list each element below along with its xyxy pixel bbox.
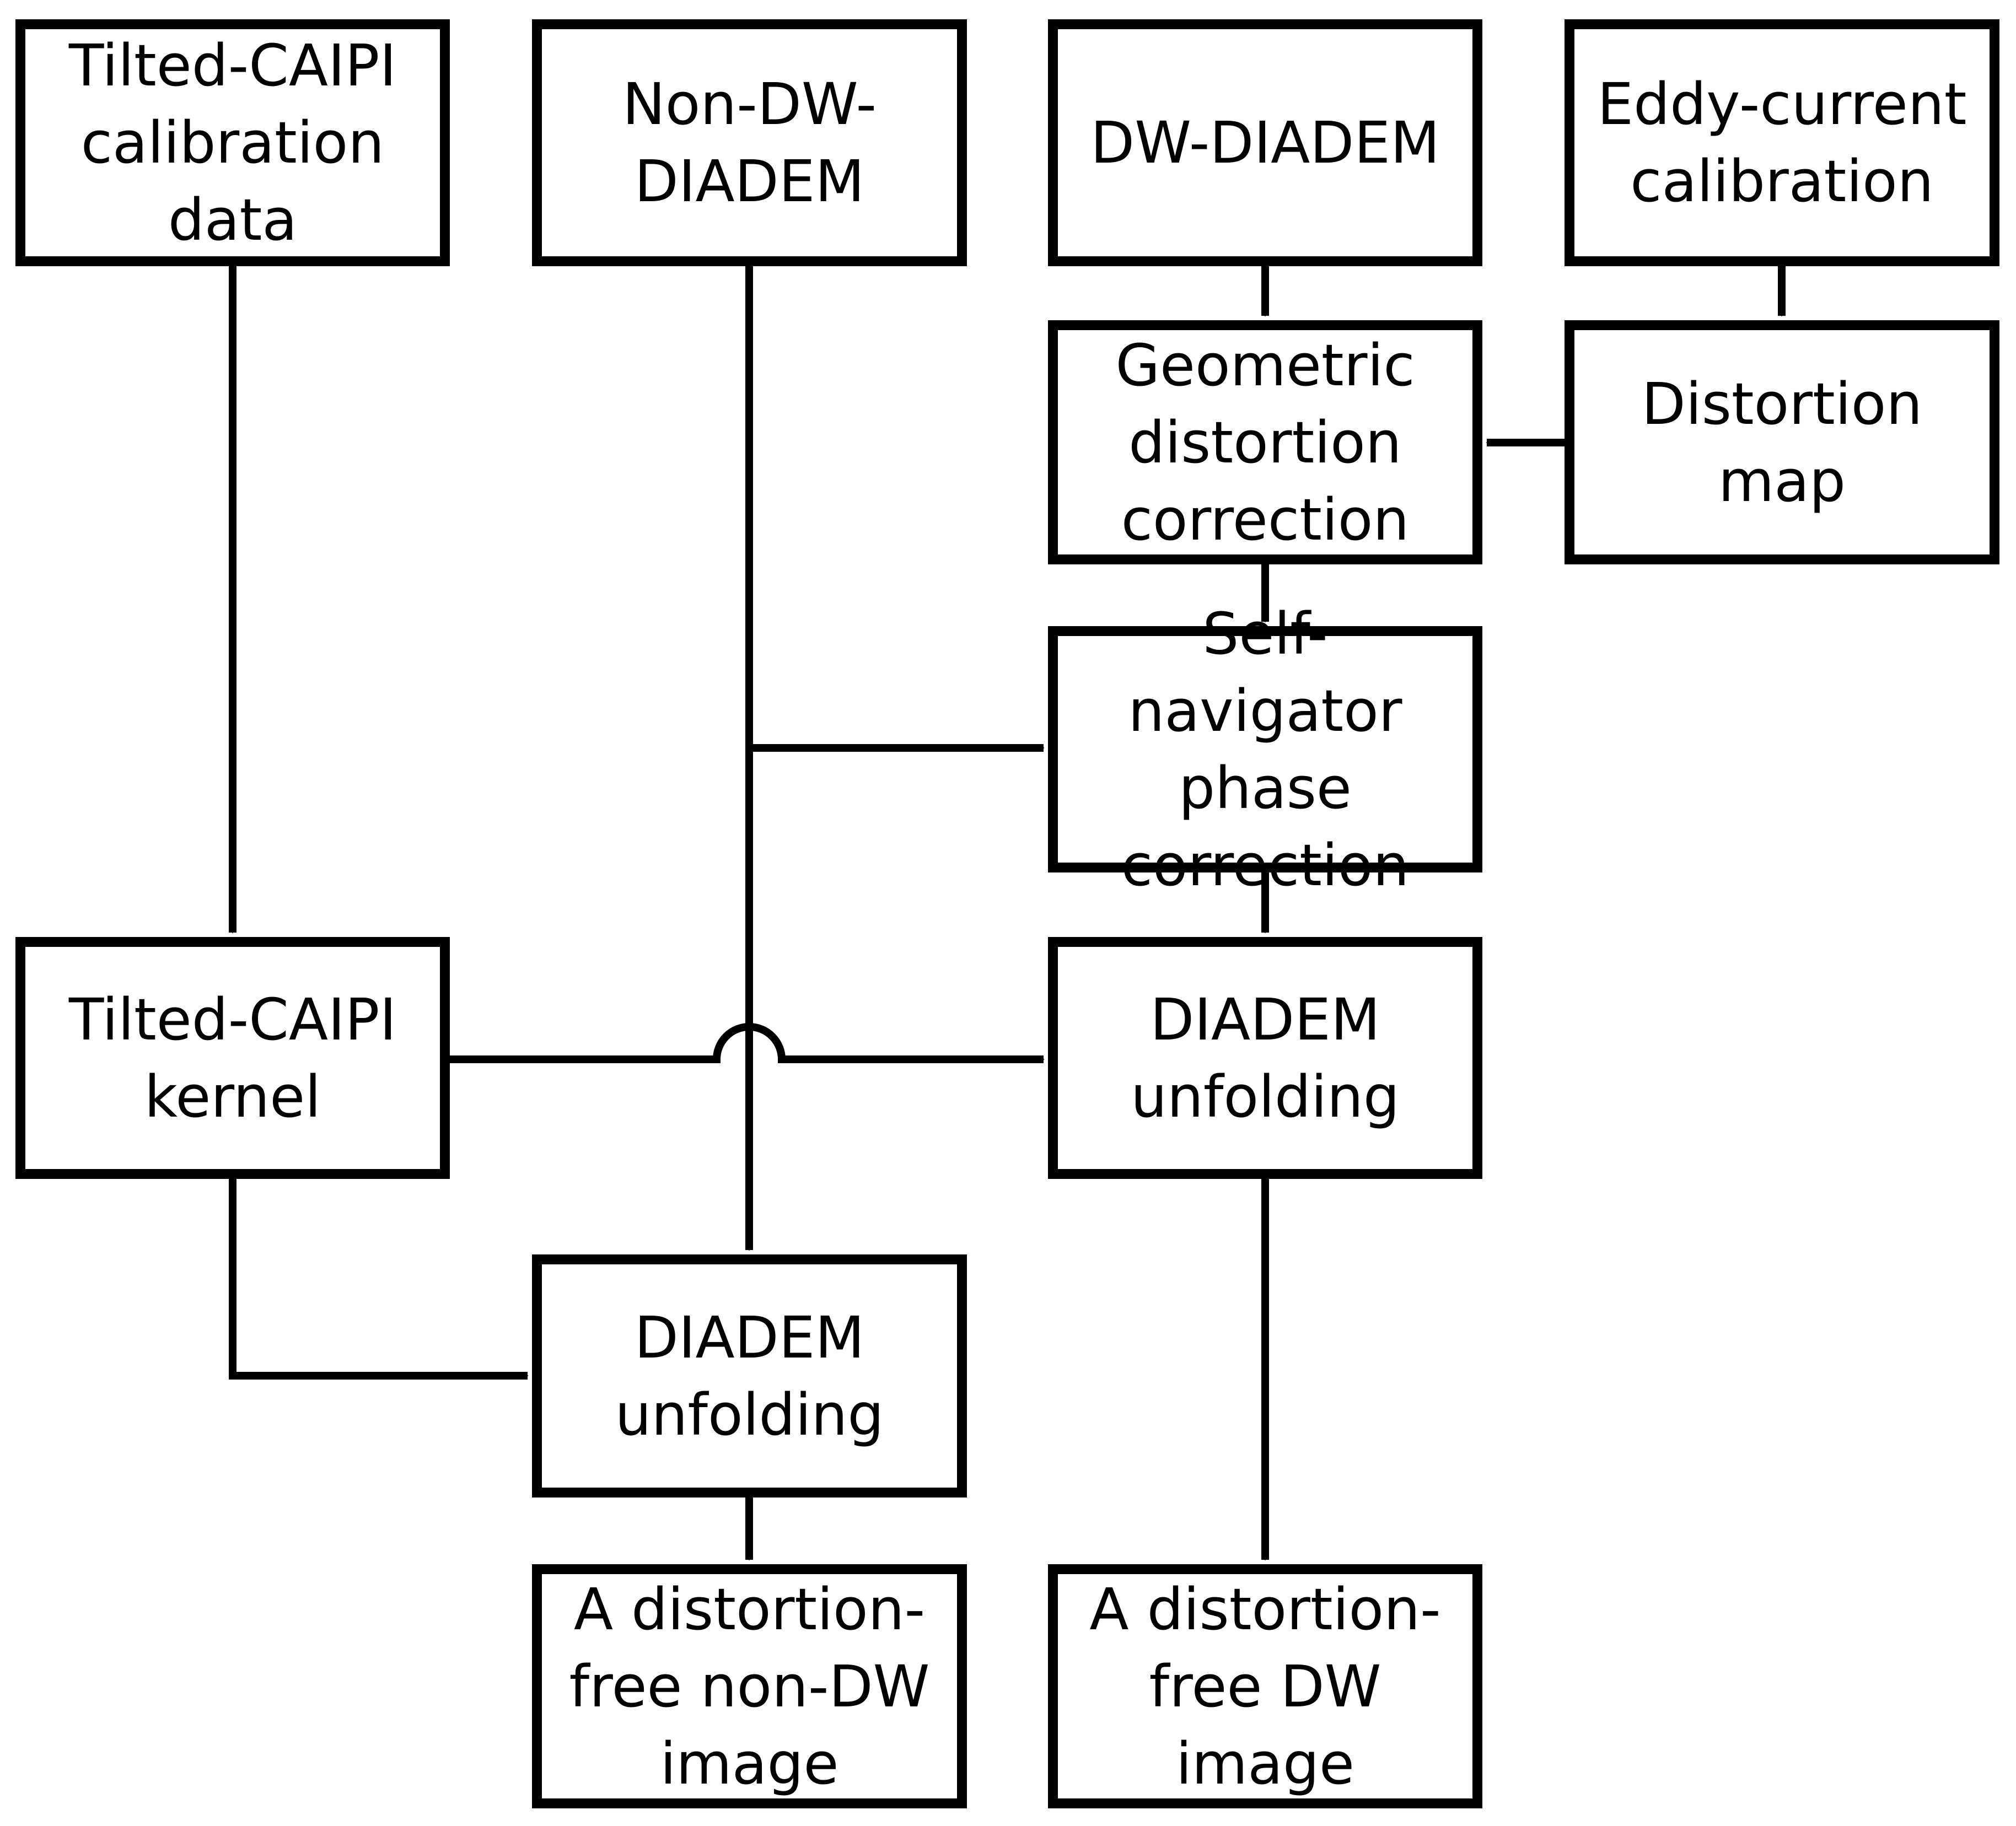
node-label: Tilted-CAIPI kernel (68, 985, 397, 1130)
node-label: A distortion- free non-DW image (569, 1575, 930, 1797)
node-tilted-caipi-kernel: Tilted-CAIPI kernel (15, 937, 450, 1179)
node-label: Geometric distortion correction (1115, 331, 1415, 553)
node-diadem-unfolding-non-dw: DIADEM unfolding (532, 1254, 967, 1498)
node-label: Distortion map (1641, 370, 1923, 515)
edge-kernel-to-unfolding-dw (450, 1023, 1044, 1063)
node-label: Tilted-CAIPI calibration data (68, 32, 397, 254)
node-label: DW-DIADEM (1090, 109, 1440, 176)
node-self-navigator-phase-correction: Self-navigator phase correction (1048, 600, 1482, 899)
node-label: Non-DW- DIADEM (622, 71, 877, 215)
node-tilted-caipi-calibration-data: Tilted-CAIPI calibration data (15, 19, 450, 266)
node-label: A distortion- free DW image (1089, 1575, 1441, 1797)
node-non-dw-diadem: Non-DW- DIADEM (532, 19, 967, 266)
node-eddy-current-calibration: Eddy-current calibration (1565, 19, 1999, 266)
node-label: DIADEM unfolding (615, 1303, 884, 1448)
node-label: Self-navigator phase correction (1121, 600, 1410, 899)
node-geometric-distortion-correction: Geometric distortion correction (1048, 320, 1482, 564)
edge-kernel-to-unfolding-nondw (229, 1179, 528, 1380)
node-distortion-map: Distortion map (1565, 320, 1999, 564)
node-label: Eddy-current calibration (1597, 71, 1967, 215)
node-dw-diadem: DW-DIADEM (1048, 19, 1482, 266)
node-label: DIADEM unfolding (1131, 985, 1400, 1130)
node-diadem-unfolding-dw: DIADEM unfolding (1048, 937, 1482, 1179)
node-output-dw-image: A distortion- free DW image (1048, 1564, 1482, 1808)
node-output-non-dw-image: A distortion- free non-DW image (532, 1564, 967, 1808)
